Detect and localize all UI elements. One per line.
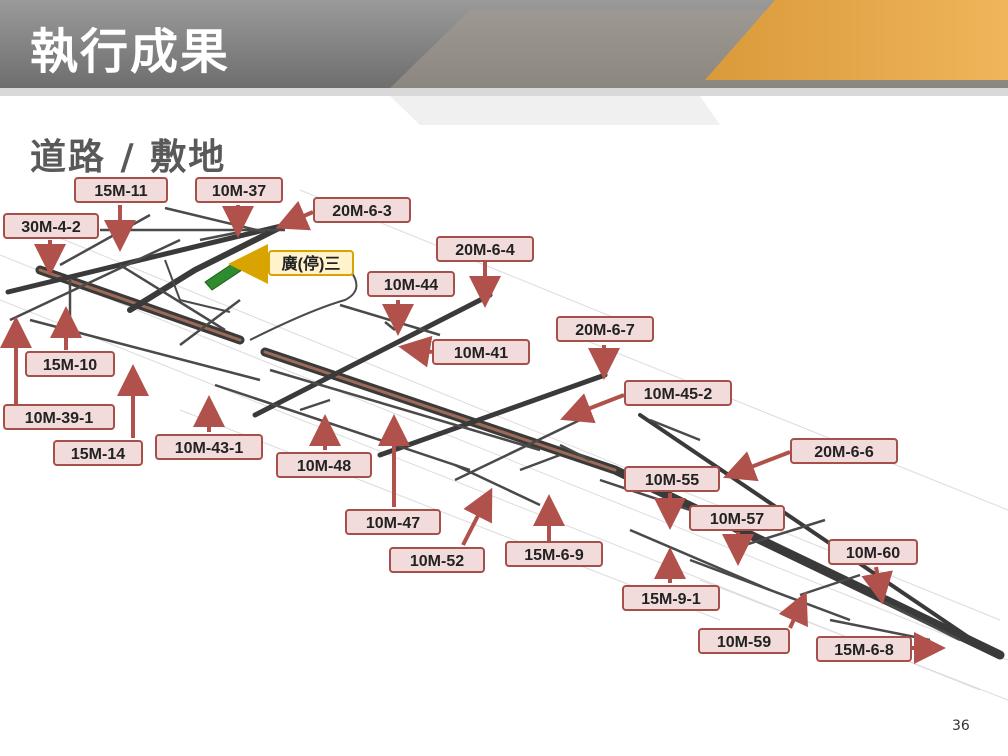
arrow-10M-59 [778,591,808,629]
road-label-10M-45-2: 10M-45-2 [624,380,732,406]
header-banner: 執行成果 [0,0,1008,125]
road-label-20M-6-7: 20M-6-7 [556,316,654,342]
road-label-10M-37: 10M-37 [195,177,283,203]
road-label-15M-10: 15M-10 [25,351,115,377]
road-label-10M-57: 10M-57 [689,505,785,531]
road-label-15M-11: 15M-11 [74,177,168,203]
road-label-10M-39-1: 10M-39-1 [3,404,115,430]
road-label-30M-4-2: 30M-4-2 [3,213,99,239]
page-number: 36 [952,718,970,734]
road-label-10M-55: 10M-55 [624,466,720,492]
road-label-10M-52: 10M-52 [389,547,485,573]
arrow-10M-41 [398,335,433,368]
road-label-15M-6-9: 15M-6-9 [505,541,603,567]
road-label-10M-43-1: 10M-43-1 [155,434,263,460]
slide-title: 執行成果 [30,24,231,80]
arrow-10M-52 [461,487,493,546]
arrow-10M-45-2 [560,393,625,424]
road-label-10M-59: 10M-59 [698,628,790,654]
road-label-10M-48: 10M-48 [276,452,372,478]
road-label-10M-47: 10M-47 [345,509,441,535]
section-subtitle: 道路 / 敷地 [30,137,227,178]
road-label-20M-6-4: 20M-6-4 [436,236,534,262]
road-label-20M-6-6: 20M-6-6 [790,438,898,464]
plaza-label: 廣(停)三 [268,250,354,276]
header-graphic [0,0,1008,125]
road-label-10M-41: 10M-41 [432,339,530,365]
plaza-area [204,261,243,291]
road-label-15M-6-8: 15M-6-8 [816,636,912,662]
arrow-10M-60 [861,566,893,605]
arrow-20M-6-6 [723,450,791,482]
road-label-10M-60: 10M-60 [828,539,918,565]
road-label-10M-44: 10M-44 [367,271,455,297]
arrow-20M-6-3 [275,200,314,231]
local-road [164,259,231,313]
road-label-15M-9-1: 15M-9-1 [622,585,720,611]
road-label-15M-14: 15M-14 [53,440,143,466]
road-label-20M-6-3: 20M-6-3 [313,197,411,223]
